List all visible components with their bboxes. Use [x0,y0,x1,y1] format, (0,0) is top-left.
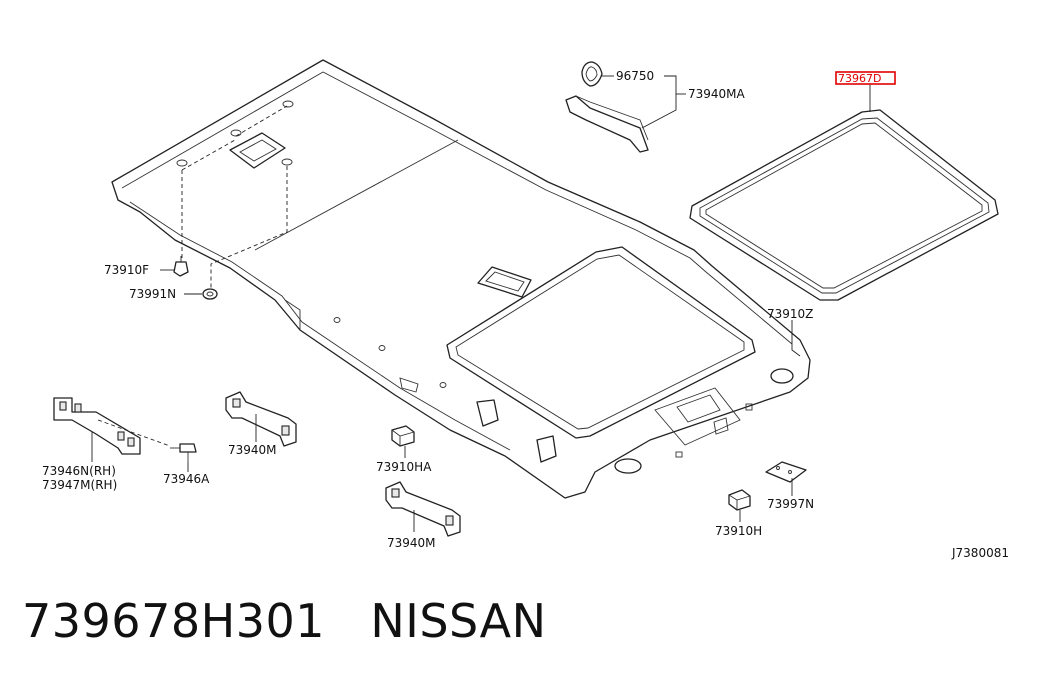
dash-lead-bolt [97,419,171,447]
dash-lead-pocket [181,139,236,171]
clip-73910F [173,256,189,277]
parts-diagram: 96750 73940MA 73967D 73910F 73991N 73910… [42,59,1009,560]
callout-73946A: 73946A [163,472,210,486]
callout-73947M: 73947M(RH) [42,478,117,492]
callout-73910Z: 73910Z [767,307,813,321]
part-caption: 739678H301 NISSAN [22,598,546,644]
callout-73940MA: 73940MA [688,87,746,101]
bolt-73946A [170,443,197,462]
highlight-box-73967D [835,71,896,85]
callout-73910HA: 73910HA [376,460,432,474]
assist-grip-73940M-mid [385,481,461,537]
callout-73997N: 73997N [767,497,814,511]
assist-grip-73940M-left [225,391,297,447]
part-number: 739678H301 [22,594,325,648]
callout-73991N: 73991N [129,287,176,301]
callout-73940M-mid: 73940M [387,536,436,550]
dash-lead-pocket2 [235,105,288,137]
drawing-code: J7380081 [951,546,1009,560]
clip-73910HA [391,425,415,447]
callout-73910F: 73910F [104,263,149,277]
headliner-panel [111,59,811,499]
leader-lines [91,75,871,532]
dash-lead-nut [210,166,288,288]
callout-73910H: 73910H [715,524,762,538]
bracket-73946N [53,397,141,455]
clip-73910H [728,489,751,511]
callout-73940M-left: 73940M [228,443,277,457]
sunroof-seal-73967D [689,109,999,301]
nut-73991N [202,288,218,300]
callout-73967D: 73967D [838,72,881,85]
callout-96750: 96750 [616,69,654,83]
assist-grip-73940MA [565,61,649,153]
brand-name: NISSAN [370,594,547,648]
pad-73997N [765,461,807,483]
callout-73946N: 73946N(RH) [42,464,116,478]
